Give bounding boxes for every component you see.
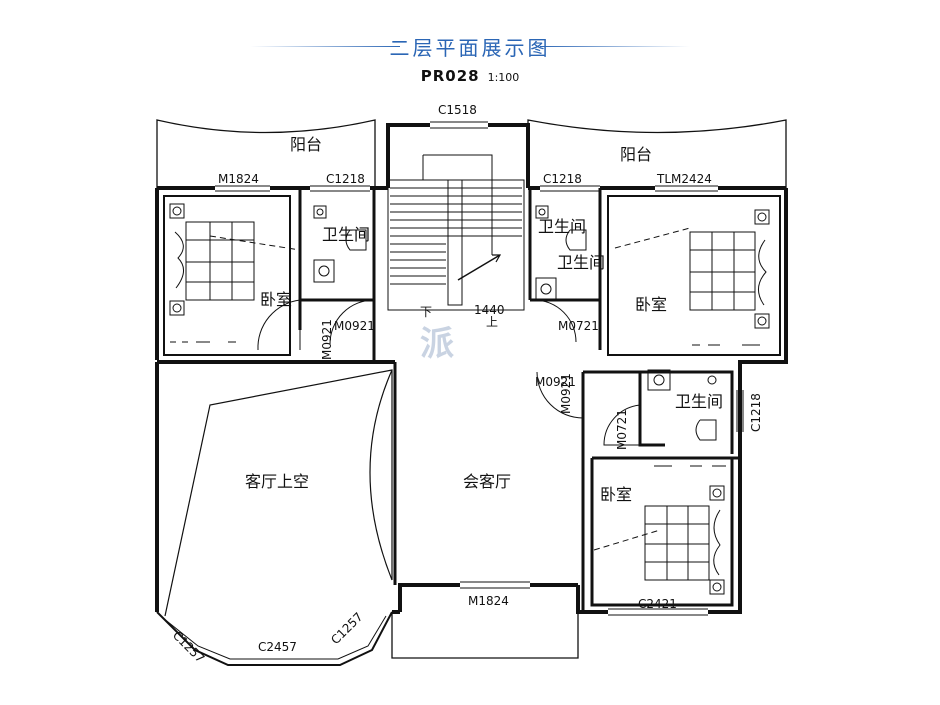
room-void-living: 客厅上空	[245, 472, 309, 491]
tag-tlm2424: TLM2424	[656, 172, 712, 186]
tag-c2421: C2421	[638, 597, 677, 611]
room-bedroom-1: 卧室	[260, 290, 292, 309]
door-bath-left	[329, 299, 375, 345]
window-swing-left	[209, 235, 301, 251]
tag-m0721-b: M0721	[615, 409, 629, 450]
room-bath-2: 卫生间	[538, 217, 586, 236]
room-balcony-right: 阳台	[620, 145, 652, 164]
tag-c1257-right: C1257	[328, 610, 365, 647]
tag-c2457: C2457	[258, 640, 297, 654]
bed-lower	[644, 465, 726, 595]
door-bath-lower	[603, 404, 641, 446]
tag-dim-1440: 1440	[474, 303, 505, 317]
exterior-walls	[155, 123, 788, 614]
room-bedroom-3: 卧室	[600, 485, 632, 504]
room-balcony-left: 阳台	[290, 135, 322, 154]
title-line-left	[250, 46, 400, 47]
room-bedroom-2: 卧室	[635, 295, 667, 314]
balcony-bottom	[391, 612, 579, 659]
interior-walls	[163, 188, 781, 612]
door-hall-right	[536, 371, 584, 419]
tag-m0721-a: M0721	[558, 319, 599, 333]
plan-subtitle: PR028 1:100	[0, 66, 940, 85]
room-bath-lower: 卫生间	[675, 392, 723, 411]
room-hall: 会客厅	[463, 472, 511, 491]
tag-c1218-side: C1218	[749, 393, 763, 432]
tag-m0921-c: M0921	[535, 375, 576, 389]
tag-m1824-bottom: M1824	[468, 594, 509, 608]
tag-m0921-b: M0921	[320, 319, 334, 360]
plan-code: PR028	[420, 67, 480, 85]
tag-c1518: C1518	[438, 103, 477, 117]
bay-window	[156, 611, 393, 666]
balcony-right	[527, 119, 787, 188]
stair-down: 下	[420, 305, 432, 319]
bath-fixtures-right	[535, 205, 587, 301]
bed-left	[169, 203, 255, 343]
plan-scale: 1:100	[487, 71, 520, 84]
room-bath-3: 卫生间	[557, 253, 605, 272]
bath-fixtures-left	[313, 205, 367, 283]
window-swing-right	[614, 227, 691, 249]
door-left	[257, 299, 301, 351]
room-bath-1: 卫生间	[322, 225, 370, 244]
tag-c1218-left: C1218	[326, 172, 365, 186]
stair	[387, 154, 525, 311]
tag-c1257-left: C1257	[170, 628, 207, 665]
window-marks	[215, 121, 744, 616]
title-line-right	[540, 46, 690, 47]
tag-c1218-right: C1218	[543, 172, 582, 186]
bath-fixtures-lower	[647, 369, 717, 441]
tag-m1824-top: M1824	[218, 172, 259, 186]
door-bath-right	[533, 299, 577, 343]
watermark-logo: 派	[420, 324, 454, 364]
tag-m0921-a: M0921	[334, 319, 375, 333]
window-swing-lower	[593, 529, 661, 551]
title-bar: 二层平面展示图	[0, 28, 940, 64]
page-title: 二层平面展示图	[389, 36, 551, 60]
balcony-left	[156, 119, 376, 188]
stair-up: 上	[486, 315, 498, 329]
tag-m0921-d: M0921	[559, 373, 573, 414]
bed-right	[689, 209, 770, 346]
void-living	[164, 369, 393, 617]
